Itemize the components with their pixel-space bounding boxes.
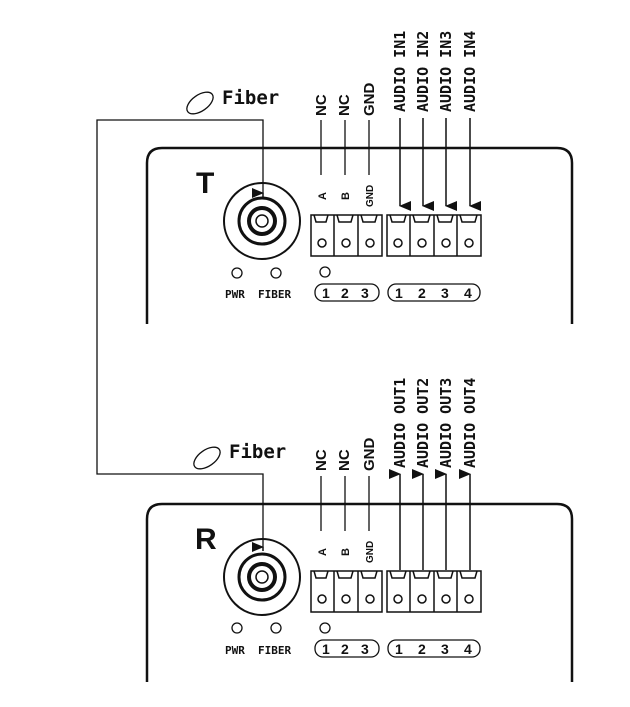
pwr-label: PWR (225, 288, 245, 301)
audio-number-plate (387, 639, 481, 658)
audio-number-plate (387, 283, 481, 302)
fiber-led-icon (270, 267, 282, 279)
control-number-3: 3 (361, 641, 369, 657)
audio-label-2: AUDIO OUT2 (414, 378, 432, 468)
audio-label-4: AUDIO OUT4 (461, 378, 479, 468)
terminal-led-icon (319, 266, 331, 278)
signal-label-nc-1: NC (313, 94, 330, 116)
audio-label-4: AUDIO IN4 (461, 31, 479, 112)
fiber-port-icon (223, 538, 301, 616)
audio-label-1: AUDIO IN1 (391, 31, 409, 112)
fiber-label: Fiber (222, 87, 279, 109)
receiver-unit: Fiber R PWR FIBER NC NC GND A B GND AUDI… (145, 378, 574, 682)
audio-terminal-block (386, 570, 482, 613)
control-number-plate (314, 283, 380, 302)
pwr-label: PWR (225, 644, 245, 657)
fiber-port-icon (223, 182, 301, 260)
transmitter-unit: Fiber T PWR FIBER NC NC GND A B GND (145, 31, 574, 324)
control-number-2: 2 (341, 641, 349, 657)
fiber-tag-icon (193, 446, 221, 470)
signal-label-nc-1: NC (313, 449, 330, 471)
control-number-1: 1 (322, 285, 330, 301)
signal-label-gnd: GND (361, 438, 378, 472)
pwr-led-icon (231, 622, 243, 634)
control-terminal-block (310, 570, 383, 613)
control-number-1: 1 (322, 641, 330, 657)
fiber-led-icon (270, 622, 282, 634)
audio-number-1: 1 (395, 285, 403, 301)
control-number-2: 2 (341, 285, 349, 301)
control-number-3: 3 (361, 285, 369, 301)
fiber-led-label: FIBER (258, 288, 291, 301)
control-terminal-block (310, 214, 383, 257)
terminal-led-icon (319, 622, 331, 634)
unit-letter: T (196, 167, 214, 200)
pin-label-a: A (317, 548, 329, 556)
audio-number-3: 3 (441, 285, 449, 301)
audio-number-3: 3 (441, 641, 449, 657)
signal-label-gnd: GND (361, 83, 378, 117)
pin-label-b: B (340, 548, 352, 556)
audio-number-4: 4 (464, 285, 472, 301)
audio-label-2: AUDIO IN2 (414, 31, 432, 112)
control-number-plate (314, 639, 380, 658)
audio-number-1: 1 (395, 641, 403, 657)
pin-label-gnd: GND (365, 541, 376, 563)
audio-terminal-block (386, 214, 482, 257)
pin-label-b: B (340, 192, 352, 200)
fiber-tag-icon (186, 91, 214, 115)
pin-label-gnd: GND (365, 185, 376, 207)
unit-letter: R (195, 523, 217, 556)
fiber-led-label: FIBER (258, 644, 291, 657)
fiber-cable (96, 119, 264, 551)
audio-number-2: 2 (418, 641, 426, 657)
pwr-led-icon (231, 267, 243, 279)
receiver-housing (145, 502, 574, 682)
signal-label-nc-2: NC (336, 94, 353, 116)
audio-label-3: AUDIO IN3 (437, 31, 455, 112)
audio-number-4: 4 (464, 641, 472, 657)
transmitter-housing (145, 146, 574, 324)
audio-label-3: AUDIO OUT3 (437, 378, 455, 468)
audio-number-2: 2 (418, 285, 426, 301)
signal-label-nc-2: NC (336, 449, 353, 471)
fiber-label: Fiber (229, 441, 286, 463)
audio-label-1: AUDIO OUT1 (391, 378, 409, 468)
pin-label-a: A (317, 192, 329, 200)
